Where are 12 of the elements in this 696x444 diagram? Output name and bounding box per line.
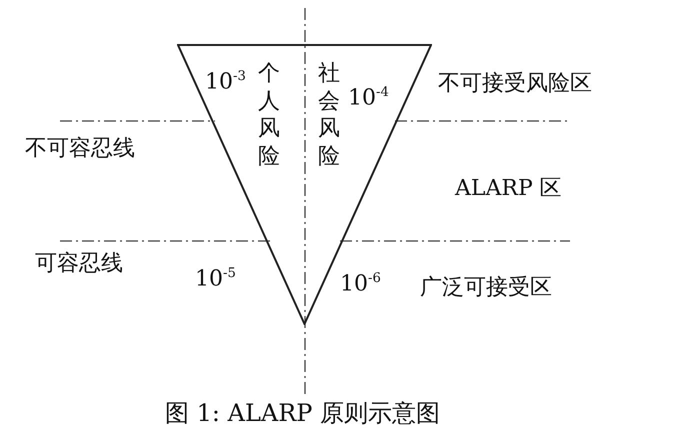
exponent-label: 10$^{-5}$ [195,267,236,292]
exponent-label: 10$^{-6}$ [340,272,381,297]
exponent-label: 10$^{-4}$ [348,86,389,111]
vertical-label: 个人风险 [258,60,280,170]
line-label: 可容忍线 [35,252,123,276]
zone-label: 不可接受风险区 [438,72,592,96]
zone-label: ALARP 区 [455,177,562,202]
caption: 图 1: ALARP 原则示意图 [165,400,440,426]
line-label: 不可容忍线 [25,137,135,162]
exponent-label: 10$^{-3}$ [205,70,246,95]
vertical-label: 社会风险 [318,60,340,170]
zone-label: 广泛可接受区 [420,276,552,300]
